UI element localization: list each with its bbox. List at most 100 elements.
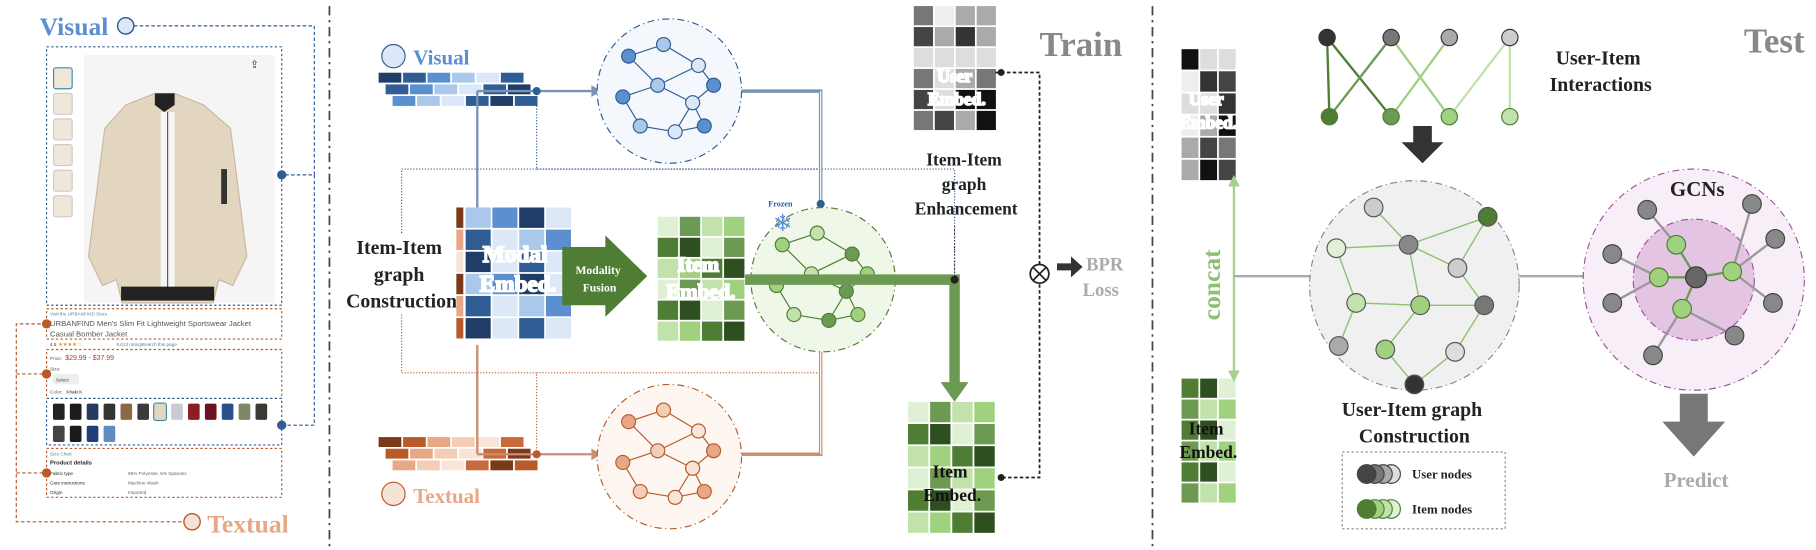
detail-key: Origin bbox=[50, 490, 63, 495]
item-node bbox=[1440, 107, 1459, 126]
feature-cell bbox=[514, 95, 539, 107]
matrix-cell bbox=[724, 216, 745, 237]
feature-cell bbox=[458, 83, 483, 95]
color-swatch bbox=[220, 402, 235, 422]
gcn-node bbox=[1637, 199, 1658, 220]
color-swatch bbox=[85, 402, 100, 422]
matrix-cell bbox=[1200, 71, 1218, 92]
image-region-box bbox=[45, 46, 283, 306]
gcn-node bbox=[1722, 261, 1743, 282]
graph-node bbox=[621, 48, 637, 64]
matrix-cell bbox=[1218, 137, 1236, 159]
graph-edge bbox=[1456, 216, 1489, 269]
graph-node bbox=[1474, 295, 1495, 316]
search-page-link[interactable]: Search this page bbox=[142, 342, 177, 347]
user-node bbox=[1440, 28, 1459, 47]
matrix-cell bbox=[934, 89, 954, 110]
user-item-interactions-graph bbox=[1318, 28, 1519, 126]
matrix-cell bbox=[1218, 399, 1236, 419]
test-user-embed-matrix bbox=[1181, 49, 1236, 181]
matrix-cell bbox=[465, 251, 491, 273]
gcn-node bbox=[1724, 325, 1745, 346]
matrix-cell bbox=[1200, 420, 1218, 440]
matrix-cell bbox=[1200, 93, 1218, 114]
feature-cell bbox=[500, 72, 525, 84]
graph-node bbox=[1410, 295, 1431, 316]
matrix-cell bbox=[1181, 378, 1199, 398]
matrix-cell bbox=[679, 321, 701, 341]
color-swatches bbox=[51, 402, 269, 444]
visual-label: Visual bbox=[40, 12, 109, 41]
matrix-cell bbox=[657, 279, 679, 299]
graph-boundary bbox=[1309, 180, 1520, 391]
graph-node bbox=[844, 246, 860, 262]
feature-cell bbox=[500, 436, 525, 448]
color-swatch bbox=[136, 402, 151, 422]
matrix-cell bbox=[976, 68, 996, 89]
ratings-count[interactable]: 8,613 ratings bbox=[116, 342, 144, 347]
feature-cell bbox=[514, 459, 539, 471]
matrix-cell bbox=[1181, 93, 1199, 114]
matrix-cell bbox=[930, 446, 951, 467]
gcn-node bbox=[1602, 293, 1623, 313]
matrix-cell bbox=[657, 321, 679, 341]
feature-cell bbox=[402, 72, 427, 84]
matrix-cell bbox=[974, 401, 995, 423]
product-title-2: Casual Bomber Jacket bbox=[50, 330, 128, 339]
feature-cell bbox=[392, 95, 416, 107]
store-link[interactable]: Visit the URBANFIND Store bbox=[50, 312, 108, 317]
gcn-edge bbox=[1731, 203, 1754, 272]
connector-dot bbox=[950, 275, 959, 284]
matrix-cell bbox=[908, 446, 929, 467]
interaction-edge bbox=[1448, 36, 1511, 118]
matrix-cell bbox=[465, 318, 491, 339]
matrix-cell bbox=[1181, 420, 1199, 440]
feature-cell bbox=[416, 95, 441, 107]
matrix-cell bbox=[679, 279, 701, 299]
graph-node bbox=[821, 312, 837, 328]
details-region-box bbox=[45, 447, 283, 498]
matrix-cell bbox=[930, 512, 951, 533]
matrix-cell bbox=[657, 237, 679, 257]
feature-cell bbox=[465, 459, 490, 471]
matrix-cell bbox=[492, 229, 518, 250]
size-select[interactable] bbox=[52, 373, 80, 385]
bpr-loss-label: BPR Loss bbox=[1083, 254, 1128, 301]
enhancement-label: Item-Item graph Enhancement bbox=[915, 150, 1018, 219]
visual-node-icon bbox=[116, 17, 135, 35]
textual-connector bbox=[15, 323, 184, 523]
item-embed-label: Item Embed. bbox=[666, 253, 735, 304]
color-label: Color: bbox=[50, 390, 62, 395]
color-swatch bbox=[85, 424, 100, 444]
visual-connector bbox=[281, 174, 315, 426]
matrix-cell bbox=[545, 229, 571, 250]
color-swatch bbox=[237, 402, 252, 422]
share-icon[interactable]: ⇪ bbox=[250, 60, 259, 71]
strip-cell bbox=[456, 318, 464, 339]
modality-fusion-label: Modality Fusion bbox=[575, 264, 623, 294]
feature-cell bbox=[433, 83, 458, 95]
thumbnail bbox=[52, 118, 73, 141]
color-swatch bbox=[51, 402, 66, 422]
graph-node bbox=[685, 460, 701, 476]
matrix-cell bbox=[492, 207, 518, 228]
matrix-cell bbox=[976, 89, 996, 110]
color-swatch bbox=[169, 402, 184, 422]
matrix-cell bbox=[519, 251, 545, 273]
matrix-cell bbox=[724, 279, 745, 299]
matrix-cell bbox=[908, 512, 929, 533]
test-item-embed-label: Item Embed. bbox=[1179, 418, 1237, 461]
matrix-cell bbox=[724, 258, 745, 278]
otimes-cross bbox=[1032, 266, 1047, 281]
size-chart-link[interactable]: Size Chart bbox=[50, 451, 72, 456]
thumbnail bbox=[52, 169, 73, 192]
matrix-cell bbox=[1218, 49, 1236, 70]
matrix-cell bbox=[1200, 159, 1218, 181]
color-swatch bbox=[186, 402, 201, 422]
matrix-cell bbox=[908, 424, 929, 445]
matrix-cell bbox=[465, 207, 491, 228]
matrix-cell bbox=[908, 468, 929, 489]
thumbnail bbox=[52, 67, 73, 90]
matrix-cell bbox=[519, 229, 545, 250]
matrix-cell bbox=[930, 401, 951, 423]
